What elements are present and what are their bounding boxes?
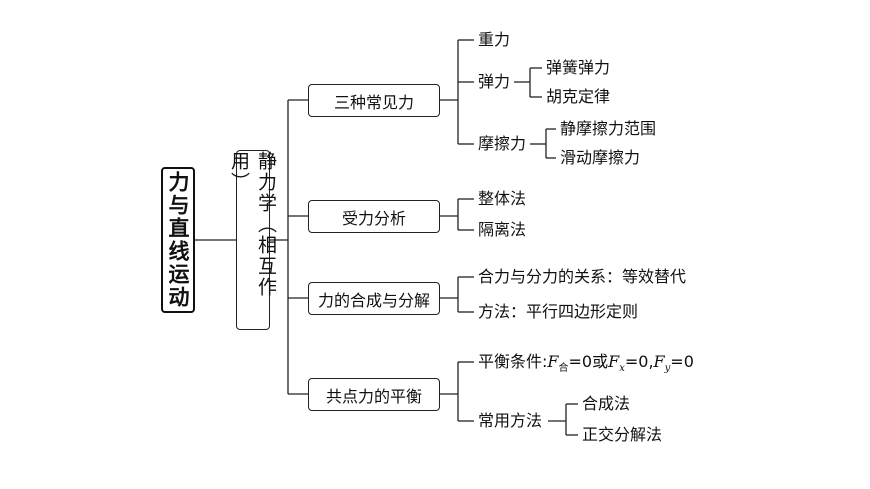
category-equilibrium: 共点力的平衡	[308, 378, 440, 411]
leaf-parallelogram-rule: 方法：平行四边形定则	[478, 302, 639, 321]
leaf-spring-force: 弹簧弹力	[546, 58, 611, 77]
leaf-synthesis-method: 合成法	[582, 394, 631, 413]
category-composition: 力的合成与分解	[308, 282, 440, 315]
leaf-resultant-relation: 合力与分力的关系：等效替代	[478, 267, 687, 286]
category-force-analysis: 受力分析	[308, 200, 440, 233]
leaf-friction: 摩擦力	[478, 134, 527, 153]
leaf-sliding-friction: 滑动摩擦力	[560, 148, 641, 167]
leaf-whole-method: 整体法	[478, 189, 527, 208]
leaf-gravity: 重力	[478, 30, 511, 49]
leaf-orthogonal-decomposition: 正交分解法	[582, 425, 663, 444]
category-three-forces: 三种常见力	[308, 84, 440, 117]
leaf-hooke-law: 胡克定律	[546, 87, 611, 106]
root-node: 力与直线运动	[161, 167, 195, 313]
leaf-equilibrium-condition: 平衡条件:F合=0或Fx=0,Fy=0	[478, 352, 694, 375]
leaf-elastic: 弹力	[478, 72, 511, 91]
leaf-common-methods: 常用方法	[478, 411, 543, 430]
statics-node: 静力学（相互作用）	[228, 150, 277, 330]
leaf-isolation-method: 隔离法	[478, 220, 527, 239]
leaf-static-friction: 静摩擦力范围	[560, 119, 657, 138]
